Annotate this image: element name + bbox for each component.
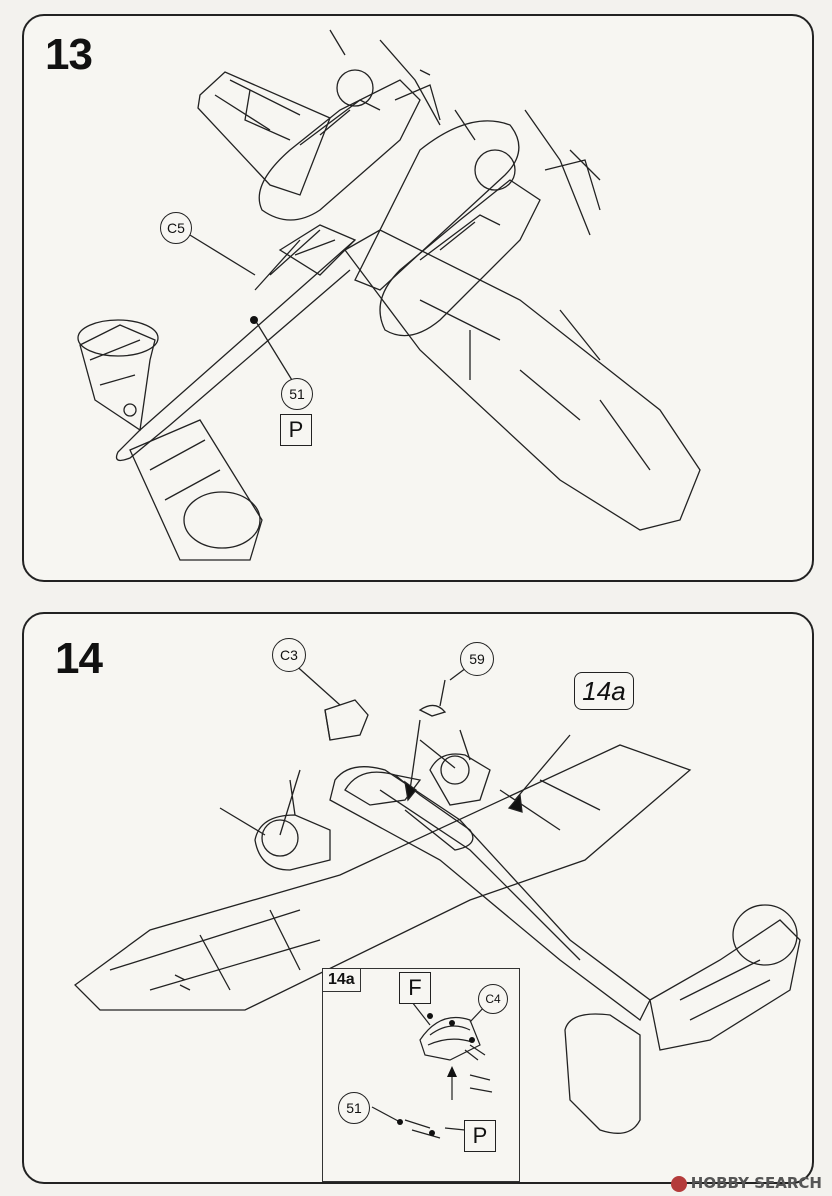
part-c3-text: C3 xyxy=(280,647,298,663)
paint-p-inset-text: P xyxy=(472,1123,488,1148)
step-13-panel xyxy=(22,14,814,582)
subassembly-14a-callout: 14a xyxy=(574,672,634,710)
paint-code-p-step13: P xyxy=(280,414,312,446)
paint-code-p-inset: P xyxy=(464,1120,496,1152)
paint-p-text: P xyxy=(288,417,304,442)
paint-code-f-inset: F xyxy=(399,972,431,1004)
part-51-text: 51 xyxy=(289,386,305,402)
step-13-aircraft-drawing xyxy=(77,29,701,561)
part-label-c5: C5 xyxy=(160,212,192,244)
part-59-text: 59 xyxy=(469,651,485,667)
watermark-text: HOBBY SEARCH xyxy=(690,1174,822,1192)
inset-14a-tag: 14a xyxy=(323,969,361,992)
part-label-c3: C3 xyxy=(272,638,306,672)
paint-f-text: F xyxy=(408,975,422,1000)
step-13-number: 13 xyxy=(45,30,93,79)
subassembly-14a-text: 14a xyxy=(582,676,626,706)
part-label-51-inset: 51 xyxy=(338,1092,370,1124)
hobby-search-logo-icon xyxy=(670,1175,687,1192)
part-label-51-step13: 51 xyxy=(281,378,313,410)
part-51-inset-text: 51 xyxy=(346,1100,362,1116)
step-14-number: 14 xyxy=(55,634,103,683)
part-c4-text: C4 xyxy=(485,992,501,1006)
part-label-59: 59 xyxy=(460,642,494,676)
watermark: HOBBY SEARCH xyxy=(670,1174,822,1192)
part-c5-text: C5 xyxy=(167,220,185,236)
part-label-c4: C4 xyxy=(478,984,508,1014)
